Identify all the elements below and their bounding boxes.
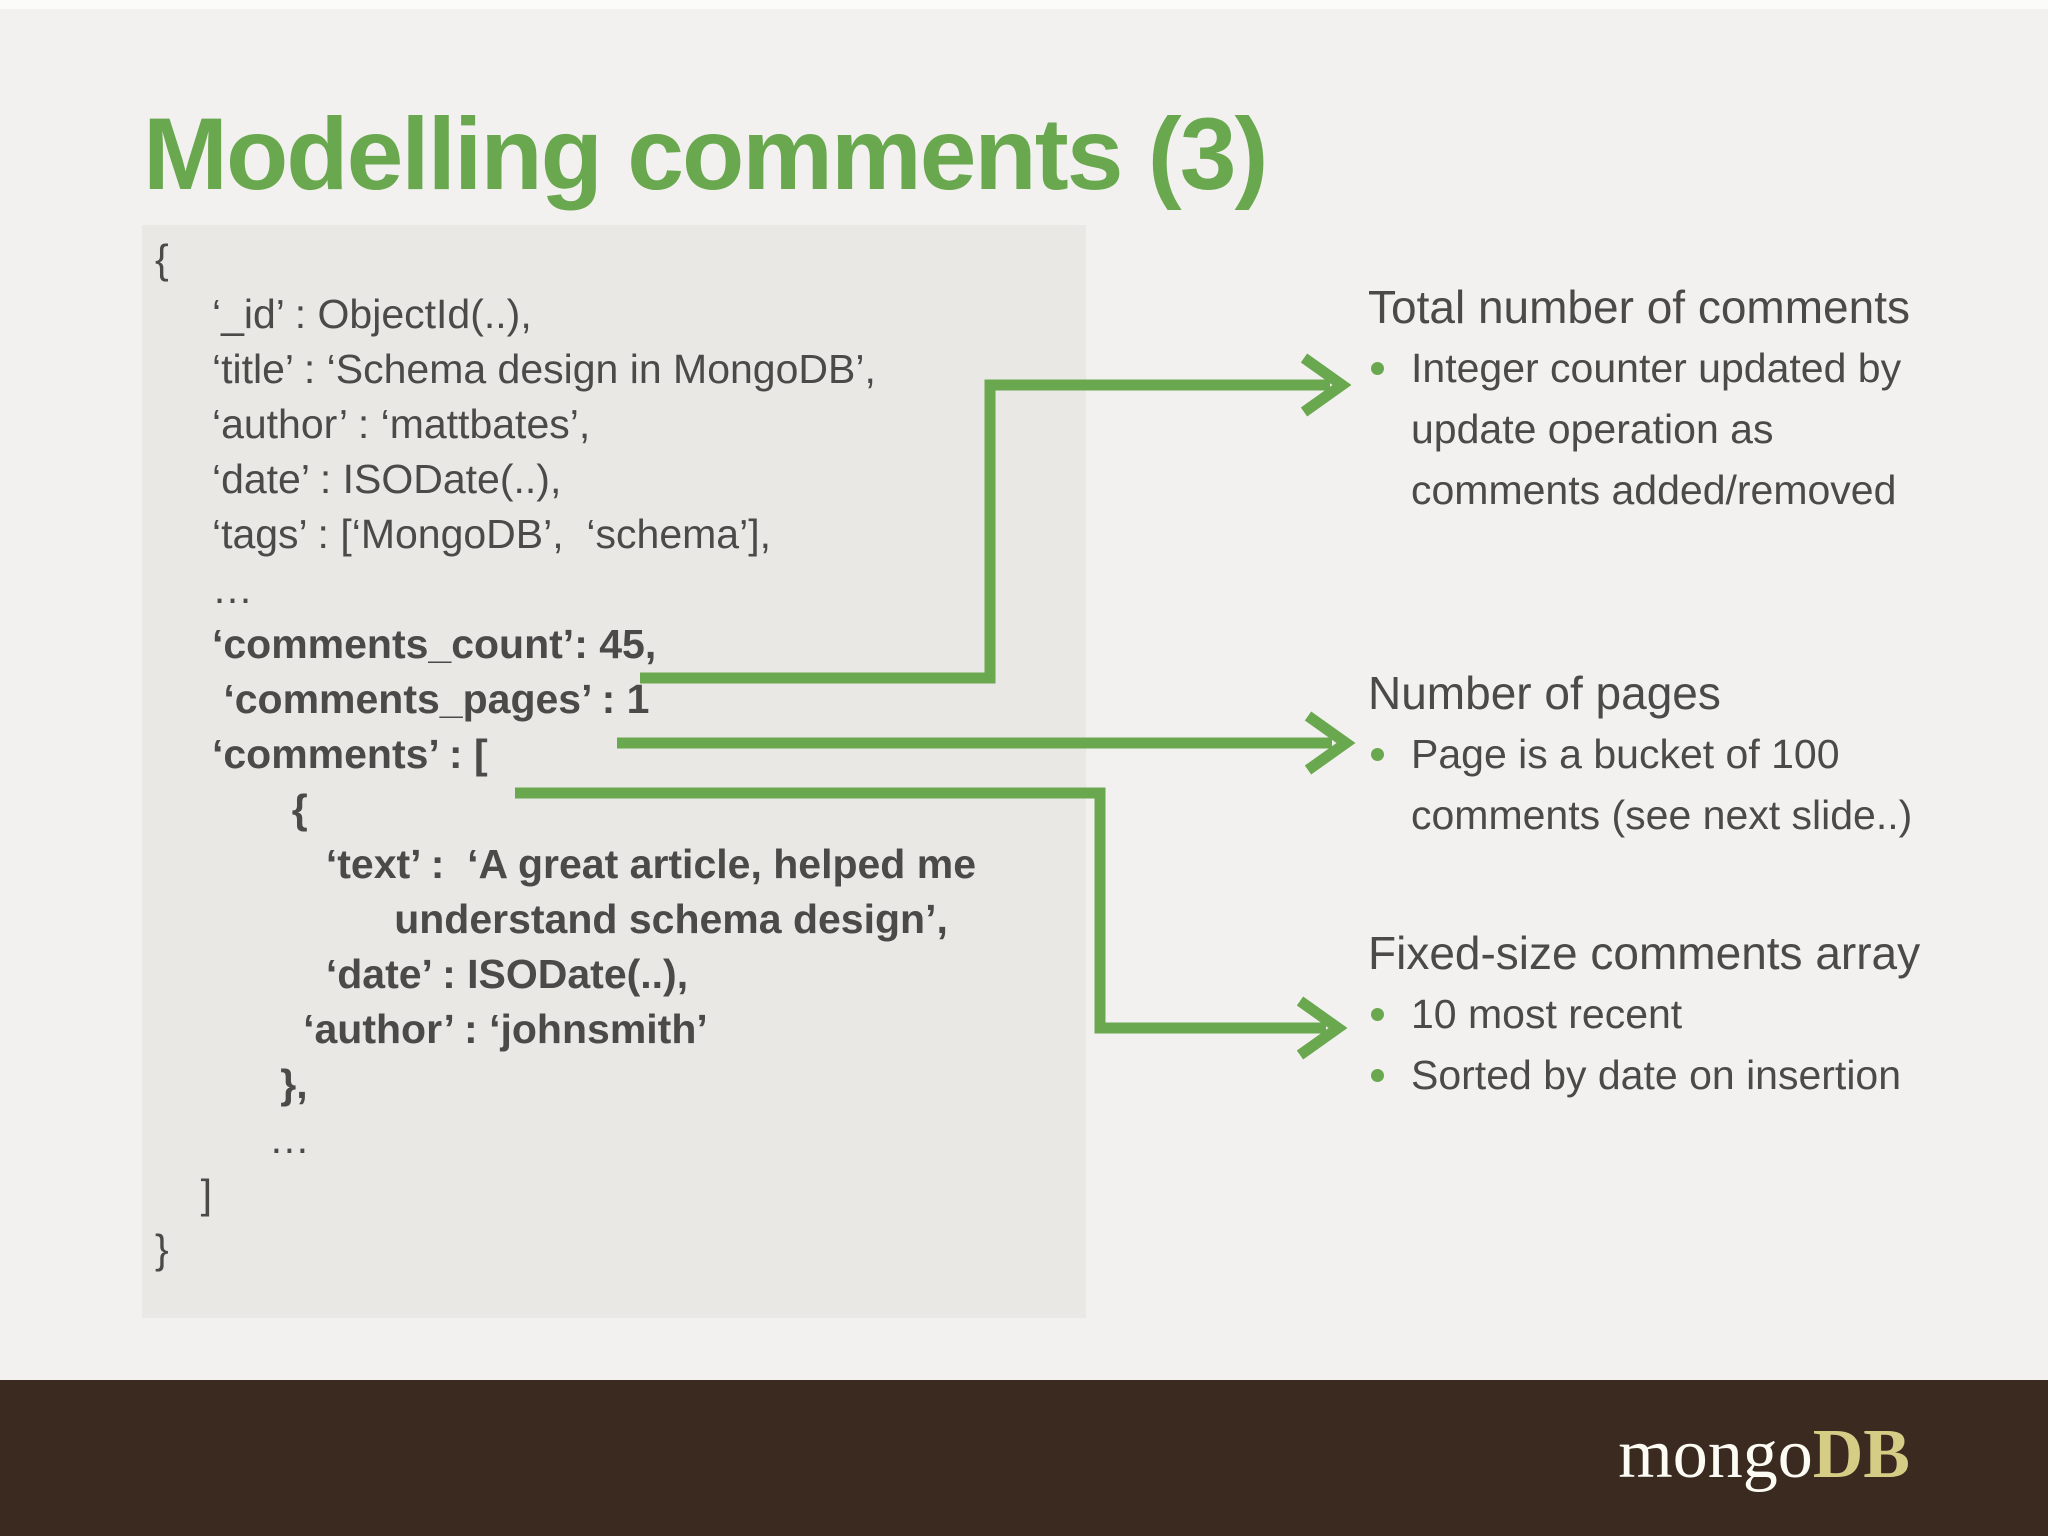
slide-title: Modelling comments (3) [143, 97, 1268, 211]
bullet-icon [1371, 362, 1384, 375]
code-line: { [155, 786, 308, 832]
annotation-heading: Total number of comments [1368, 281, 1911, 333]
code-line: ‘_id’ : ObjectId(..), [155, 291, 532, 337]
code-line: understand schema design’, [155, 896, 948, 942]
bullet-item: 10 most recent [1371, 984, 1920, 1045]
bullet-text: Sorted by date on insertion [1411, 1052, 1902, 1098]
code-line: ‘text’ : ‘A great article, helped me [155, 841, 977, 887]
top-strip [0, 0, 2048, 9]
code-line: ‘date’ : ISODate(..), [155, 951, 689, 997]
code-line: ‘date’ : ISODate(..), [155, 456, 562, 502]
code-line: ‘comments’ : [ [155, 731, 488, 777]
code-line: ‘tags’ : [‘MongoDB’, ‘schema’], [155, 511, 771, 557]
code-line: { [155, 236, 169, 282]
bullet-item: Sorted by date on insertion [1371, 1045, 1920, 1106]
code-line: ] [155, 1171, 212, 1217]
code-line: } [155, 1226, 169, 1272]
footer-bar: mongoDB [0, 1380, 2048, 1536]
code-line: ‘author’ : ‘mattbates’, [155, 401, 591, 447]
bullet-icon [1371, 1069, 1384, 1082]
code-line: … [155, 566, 253, 612]
code-line: ‘title’ : ‘Schema design in MongoDB’, [155, 346, 876, 392]
mongodb-logo: mongoDB [1618, 1420, 1910, 1490]
annotation-heading: Number of pages [1368, 667, 1721, 719]
bullet-text: 10 most recent [1411, 991, 1683, 1037]
code-line: … [155, 1116, 310, 1162]
code-line: ‘author’ : ‘johnsmith’ [155, 1006, 708, 1052]
annotation-heading: Fixed-size comments array [1368, 927, 1921, 979]
code-line: ‘comments_count’: 45, [155, 621, 657, 667]
code-line: ‘comments_pages’ : 1 [155, 676, 650, 722]
logo-text-db: DB [1812, 1416, 1910, 1493]
code-block: { ‘_id’ : ObjectId(..), ‘title’ : ‘Schem… [142, 225, 1086, 1318]
bullet-icon [1371, 748, 1384, 761]
logo-text-mongo: mongo [1618, 1416, 1813, 1493]
code-line: }, [155, 1061, 308, 1107]
bullet-icon [1371, 1008, 1384, 1021]
